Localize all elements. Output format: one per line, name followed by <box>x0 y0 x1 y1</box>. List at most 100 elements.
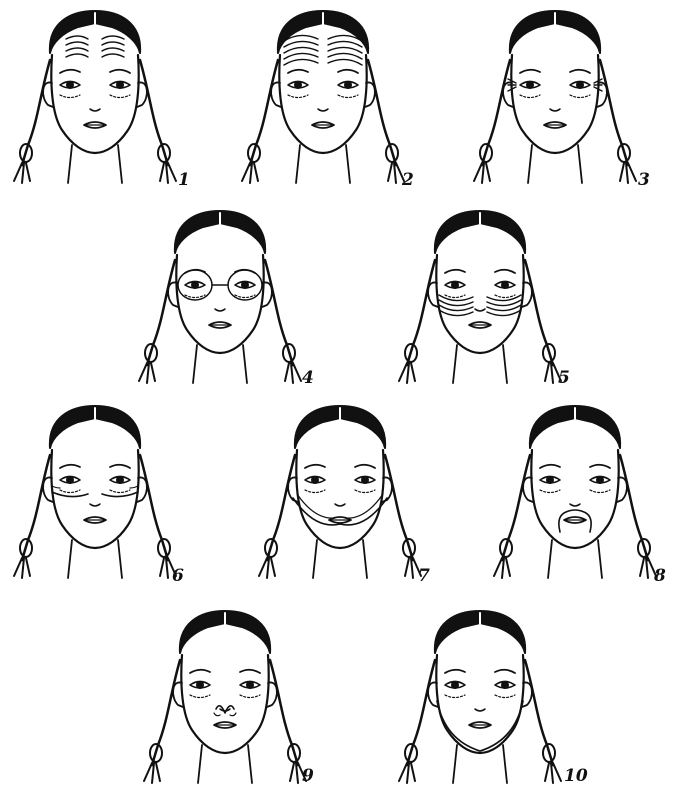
left-lower-lid <box>60 490 80 493</box>
face-panel-6 <box>0 400 190 580</box>
neck <box>193 345 247 383</box>
right-braid <box>140 455 168 560</box>
right-pupil <box>247 682 254 689</box>
right-brow <box>495 670 515 673</box>
right-pupil <box>577 82 584 89</box>
right-pupil <box>345 82 352 89</box>
face-drawing <box>245 400 435 580</box>
left-brow <box>60 70 80 73</box>
nose <box>90 504 100 506</box>
neck <box>313 540 367 578</box>
face-drawing <box>0 400 190 580</box>
massage-line <box>284 47 318 53</box>
massage-line <box>130 486 138 488</box>
face-panel-7 <box>245 400 435 580</box>
face-drawing <box>130 605 320 785</box>
left-pupil <box>295 82 302 89</box>
right-lower-lid <box>355 490 375 493</box>
massage-line <box>66 54 88 57</box>
left-braid <box>22 60 50 165</box>
face-drawing <box>460 5 650 185</box>
left-braid <box>22 455 50 560</box>
massage-line <box>102 54 124 57</box>
massage-lines <box>178 270 262 300</box>
face-panel-1 <box>0 5 190 185</box>
right-braid <box>368 60 396 165</box>
left-pupil <box>452 682 459 689</box>
right-braid <box>265 260 293 365</box>
face-contour <box>531 450 618 548</box>
face-panel-9 <box>130 605 320 785</box>
left-pupil <box>67 477 74 484</box>
right-braid <box>600 60 628 165</box>
panel-number: 10 <box>564 768 588 785</box>
massage-line <box>230 713 236 716</box>
face-panel-4 <box>125 205 315 385</box>
right-brow <box>338 70 358 73</box>
nose <box>318 109 328 111</box>
face-panel-2 <box>228 5 418 185</box>
face-outline <box>139 211 301 383</box>
left-pupil <box>312 477 319 484</box>
right-braid <box>140 60 168 165</box>
left-brow <box>445 270 465 273</box>
right-braid <box>525 260 553 365</box>
massage-line <box>214 713 220 716</box>
face-drawing <box>228 5 418 185</box>
left-lower-lid <box>305 490 325 493</box>
face-contour <box>296 450 383 548</box>
face-drawing <box>385 205 575 385</box>
left-brow <box>540 465 560 468</box>
left-braid <box>407 660 435 765</box>
left-pupil <box>452 282 459 289</box>
massage-lines <box>437 701 523 751</box>
left-lower-lid <box>540 490 560 493</box>
face-outline <box>494 406 656 578</box>
massage-line <box>328 53 362 59</box>
massage-line <box>66 48 88 51</box>
left-brow <box>288 70 308 73</box>
right-brow <box>355 465 375 468</box>
face-contour <box>279 55 366 153</box>
nose <box>550 109 560 111</box>
left-lower-lid <box>520 95 540 98</box>
right-brow <box>570 70 590 73</box>
face-contour <box>511 55 598 153</box>
face-drawing <box>125 205 315 385</box>
right-lower-lid <box>110 490 130 493</box>
nose <box>220 709 230 711</box>
neck <box>296 145 350 183</box>
face-outline <box>14 406 176 578</box>
right-braid <box>270 660 298 765</box>
face-outline <box>399 611 561 783</box>
panel-number: 5 <box>558 370 570 387</box>
right-lower-lid <box>235 295 255 298</box>
face-panel-5 <box>385 205 575 385</box>
left-pupil <box>527 82 534 89</box>
massage-line <box>328 59 362 65</box>
panel-number: 4 <box>302 370 314 387</box>
massage-line <box>293 498 387 525</box>
left-brow <box>445 670 465 673</box>
right-lower-lid <box>590 490 610 493</box>
right-pupil <box>362 477 369 484</box>
right-brow <box>590 465 610 468</box>
right-pupil <box>117 82 124 89</box>
left-braid <box>482 60 510 165</box>
face-outline <box>259 406 421 578</box>
right-braid <box>525 660 553 765</box>
face-outline <box>474 11 636 183</box>
left-brow <box>305 465 325 468</box>
left-pupil <box>192 282 199 289</box>
massage-line <box>102 42 124 45</box>
massage-line <box>328 41 362 47</box>
left-lower-lid <box>288 95 308 98</box>
face-panel-3 <box>460 5 650 185</box>
right-pupil <box>502 282 509 289</box>
face-outline <box>399 211 561 383</box>
massage-line <box>439 295 473 301</box>
right-brow <box>110 465 130 468</box>
face-drawing <box>480 400 670 580</box>
massage-line <box>328 47 362 53</box>
